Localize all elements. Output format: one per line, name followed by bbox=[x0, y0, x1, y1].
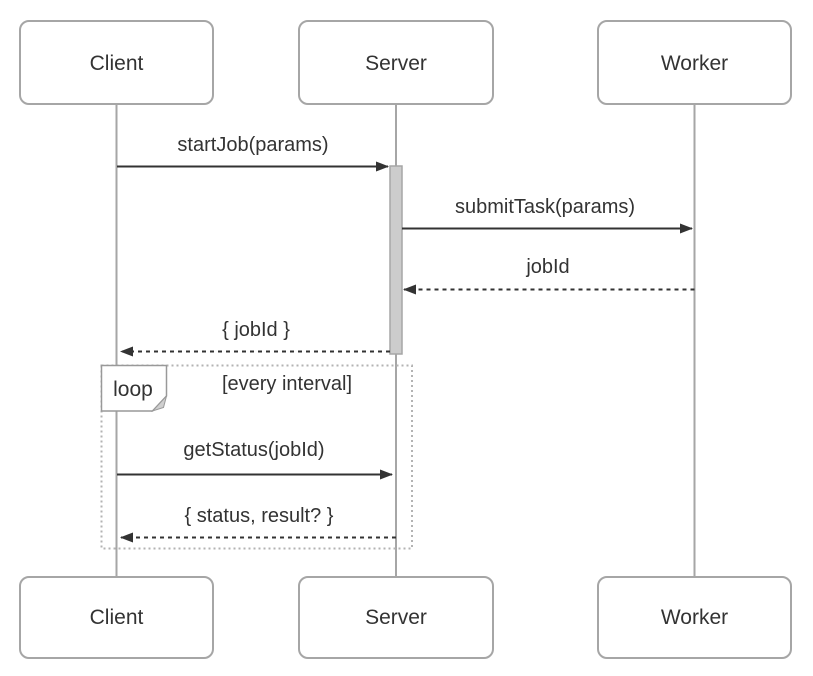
message-label: { jobId } bbox=[222, 319, 290, 341]
message-submittask: submitTask(params) bbox=[402, 196, 693, 234]
message-label: submitTask(params) bbox=[455, 196, 635, 218]
activation-bar-server bbox=[389, 165, 403, 355]
participant-box bbox=[19, 576, 214, 659]
participant-worker-bottom: Worker bbox=[597, 576, 792, 659]
message-getstatus: getStatus(jobId) bbox=[117, 439, 393, 480]
participant-label: Client bbox=[90, 52, 144, 75]
message-jobid-return: jobId bbox=[403, 256, 695, 295]
message-label: getStatus(jobId) bbox=[183, 439, 324, 461]
participant-box bbox=[298, 576, 494, 659]
participant-server-top: Server bbox=[298, 20, 494, 105]
loop-operator-label: loop bbox=[113, 378, 153, 401]
participant-client-top: Client bbox=[19, 20, 214, 105]
participant-label: Server bbox=[365, 52, 427, 75]
participant-box bbox=[597, 576, 792, 659]
participant-label: Server bbox=[365, 606, 427, 629]
message-label: startJob(params) bbox=[177, 134, 328, 156]
participant-label: Worker bbox=[661, 606, 728, 629]
message-label: { status, result? } bbox=[185, 505, 334, 527]
participant-box bbox=[298, 20, 494, 105]
participant-worker-top: Worker bbox=[597, 20, 792, 105]
loop-fragment-border bbox=[100, 364, 413, 550]
message-jobid-object-return: { jobId } bbox=[120, 319, 390, 357]
participant-box bbox=[19, 20, 214, 105]
loop-label-fold bbox=[150, 395, 167, 413]
loop-guard-label: [every interval] bbox=[222, 373, 352, 395]
participant-label: Worker bbox=[661, 52, 728, 75]
participant-label: Client bbox=[90, 606, 144, 629]
participant-server-bottom: Server bbox=[298, 576, 494, 659]
loop-fragment: loop [every interval] bbox=[100, 364, 413, 550]
message-label: jobId bbox=[525, 256, 569, 278]
participant-client-bottom: Client bbox=[19, 576, 214, 659]
message-startjob: startJob(params) bbox=[117, 134, 389, 172]
participant-box bbox=[597, 20, 792, 105]
message-status-return: { status, result? } bbox=[120, 505, 396, 543]
